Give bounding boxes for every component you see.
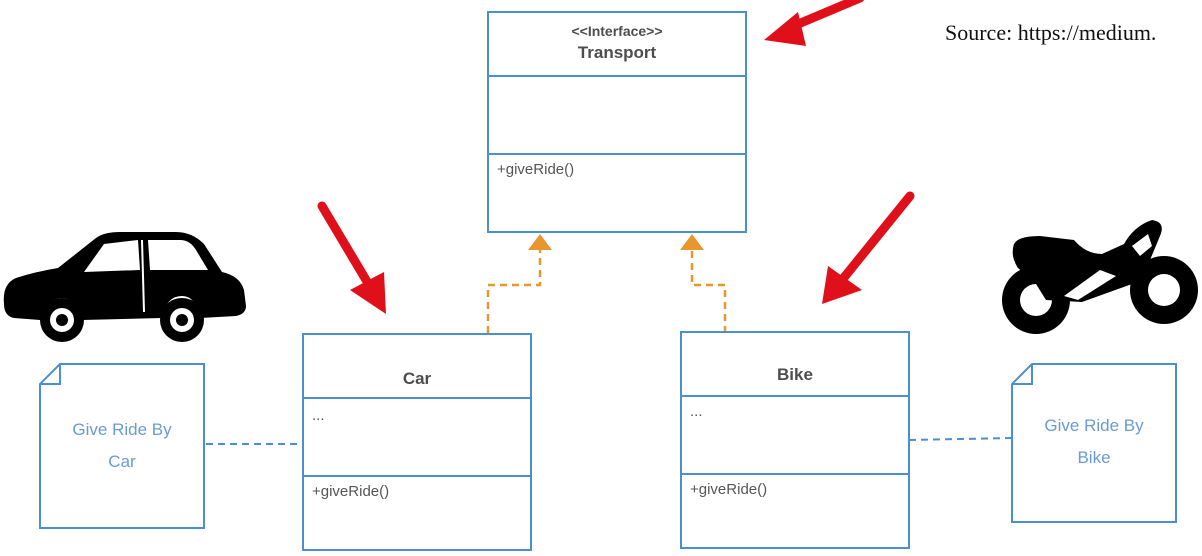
car-method: +giveRide() bbox=[312, 483, 390, 500]
bike-note-link bbox=[908, 437, 1013, 441]
car-attributes: ... bbox=[312, 407, 325, 424]
bike-method: +giveRide() bbox=[690, 481, 768, 498]
bike-note-text: Give Ride By Bike bbox=[1016, 410, 1172, 474]
red-arrow-interface bbox=[764, 0, 865, 46]
bike-attributes: ... bbox=[690, 403, 703, 420]
interface-name: Transport bbox=[577, 43, 657, 62]
car-note-text: Give Ride By Car bbox=[44, 414, 200, 478]
bike-note-line2: Bike bbox=[1077, 448, 1111, 467]
interface-method: +giveRide() bbox=[497, 161, 575, 178]
car-realization-connector bbox=[486, 234, 552, 333]
car-class-name: Car bbox=[402, 369, 432, 388]
car-note bbox=[39, 363, 205, 529]
motorcycle-icon bbox=[1002, 220, 1198, 334]
interface-attributes bbox=[489, 77, 745, 155]
bike-realization-connector bbox=[680, 234, 727, 333]
interface-transport: <<Interface>> Transport +giveRide() bbox=[487, 11, 747, 233]
car-icon bbox=[3, 232, 246, 342]
red-arrow-bike bbox=[822, 191, 915, 304]
bike-class-name: Bike bbox=[777, 365, 813, 384]
class-car: Car ... +giveRide() bbox=[302, 333, 532, 551]
bike-note-line1: Give Ride By bbox=[1044, 416, 1144, 435]
interface-stereotype: <<Interface>> bbox=[571, 23, 663, 39]
bike-note bbox=[1011, 363, 1177, 523]
car-note-line2: Car bbox=[108, 452, 136, 471]
source-caption: Source: https://medium. bbox=[945, 20, 1157, 45]
car-note-line1: Give Ride By bbox=[72, 420, 172, 439]
class-bike: Bike ... +giveRide() bbox=[680, 331, 910, 549]
red-arrow-car bbox=[317, 201, 386, 314]
